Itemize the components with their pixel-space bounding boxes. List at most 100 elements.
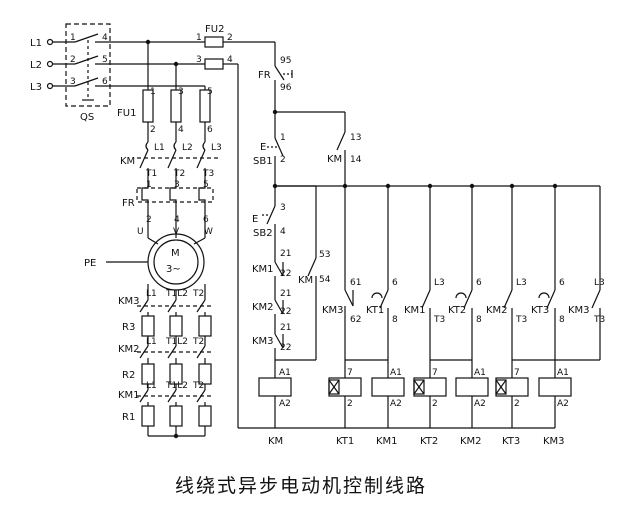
ctl-km2: KM2 [252,302,274,313]
phase-l3: L3 [211,143,222,153]
fu1-t2: 2 [150,125,156,135]
fu1-label: FU1 [117,108,136,119]
ctl-n21-a: 21 [280,249,291,259]
fu2-t4: 4 [227,55,233,65]
ctl-km3-c: KM3 [322,305,344,316]
qs-label: QS [80,112,94,123]
fr-main-t3: 3 [174,180,180,190]
ctl-kt1-8: 8 [392,315,398,325]
qs-t4: 4 [102,33,108,43]
diagram-title: 线绕式异步电动机控制线路 [175,475,427,497]
ctl-e1: E [260,142,266,153]
phase-l1: L1 [154,143,165,153]
fr-main-t2: 2 [146,215,152,225]
coil-km-a1: A1 [279,368,291,378]
fr-main-t1: 1 [146,180,152,190]
coil-name-km: KM [268,436,283,447]
fu1-t5: 5 [207,87,213,97]
phase-t3: T3 [202,169,214,179]
fu1-t3: 3 [178,87,184,97]
ctl-km3-t3: T3 [593,315,605,325]
rotor-r3: R3 [122,322,135,333]
ctl-km1-c: KM1 [404,305,426,316]
ctl-n22-c: 22 [280,343,291,353]
rotor-r2: R2 [122,370,135,381]
fu2-t3: 3 [196,55,202,65]
coil-kt3-7: 7 [514,368,520,378]
coil-km3-a2: A2 [557,399,569,409]
ctl-km-13: 13 [350,133,361,143]
ctl-n22-a: 22 [280,269,291,279]
coil-kt2-2: 2 [432,399,438,409]
coil-km1-a1: A1 [390,368,402,378]
rotor-r1: R1 [122,412,135,423]
ctl-kt3-6: 6 [559,278,565,288]
qs-t2: 2 [70,55,76,65]
qs-t3: 3 [70,77,76,87]
ctl-sb1-2: 2 [280,155,286,165]
ctl-km3: KM3 [252,336,274,347]
rotor-label-t1l2-2: T1L2 [165,337,188,347]
ctl-61: 61 [350,278,361,288]
rotor-label-t1l2-3: T1L2 [165,381,188,391]
supply-l2: L2 [30,60,42,71]
km-main-label: KM [120,156,135,167]
ctl-sb2-3: 3 [280,203,286,213]
rotor-km3: KM3 [118,296,140,307]
ctl-km2-l3: L3 [516,278,527,288]
phase-l2: L2 [182,143,193,153]
coil-name-kt2: KT2 [420,436,438,447]
rotor-label-t2-3: T2 [192,381,204,391]
ctl-km2-t3: T3 [515,315,527,325]
fr-main-t6: 6 [203,215,209,225]
fu1-t4: 4 [178,125,184,135]
qs-t5: 5 [102,55,108,65]
fr-main-t5: 5 [203,180,209,190]
supply-l3: L3 [30,82,42,93]
ctl-km3-l3: L3 [594,278,605,288]
coil-name-km3: KM3 [543,436,565,447]
ctl-kt3: KT3 [531,305,549,316]
rotor-label-t2: T2 [192,289,204,299]
motor-m: M [171,248,180,259]
ctl-km3-c2: KM3 [568,305,590,316]
rotor-km1: KM1 [118,390,140,401]
ctl-kt2: KT2 [448,305,466,316]
ctl-km-aux: KM [298,275,313,286]
ctl-n22-b: 22 [280,307,291,317]
qs-t6: 6 [102,77,108,87]
ctl-fr-96: 96 [280,83,292,93]
ctl-km1-t3: T3 [433,315,445,325]
ctl-kt1: KT1 [366,305,384,316]
coil-name-kt1: KT1 [336,436,354,447]
ctl-kt2-6: 6 [476,278,482,288]
ctl-fr: FR [258,70,271,81]
ctl-sb1: SB1 [253,156,273,167]
coil-name-km2: KM2 [460,436,482,447]
coil-name-kt3: KT3 [502,436,520,447]
phase-t1: T1 [145,169,157,179]
coil-km1-a2: A2 [390,399,402,409]
fu2-t2: 2 [227,33,233,43]
rotor-label-l1-2: L1 [146,337,157,347]
ctl-n21-c: 21 [280,323,291,333]
fr-main-t4: 4 [174,215,180,225]
motor-w: W [204,227,213,237]
coil-km-a2: A2 [279,399,291,409]
ctl-sb2-4: 4 [280,227,286,237]
coil-km2-a1: A1 [474,368,486,378]
ctl-km1: KM1 [252,264,274,275]
supply-l1: L1 [30,38,42,49]
motor-phase: 3~ [166,264,181,275]
rotor-label-l1-3: L1 [146,381,157,391]
fu2-label: FU2 [205,24,224,35]
rotor-label-t1l2: T1L2 [165,289,188,299]
coil-km3-a1: A1 [557,368,569,378]
fu1-t6: 6 [207,125,213,135]
ctl-kt3-8: 8 [559,315,565,325]
coil-kt3-2: 2 [514,399,520,409]
phase-t2: T2 [173,169,185,179]
ctl-kt1-6: 6 [392,278,398,288]
coil-km2-a2: A2 [474,399,486,409]
